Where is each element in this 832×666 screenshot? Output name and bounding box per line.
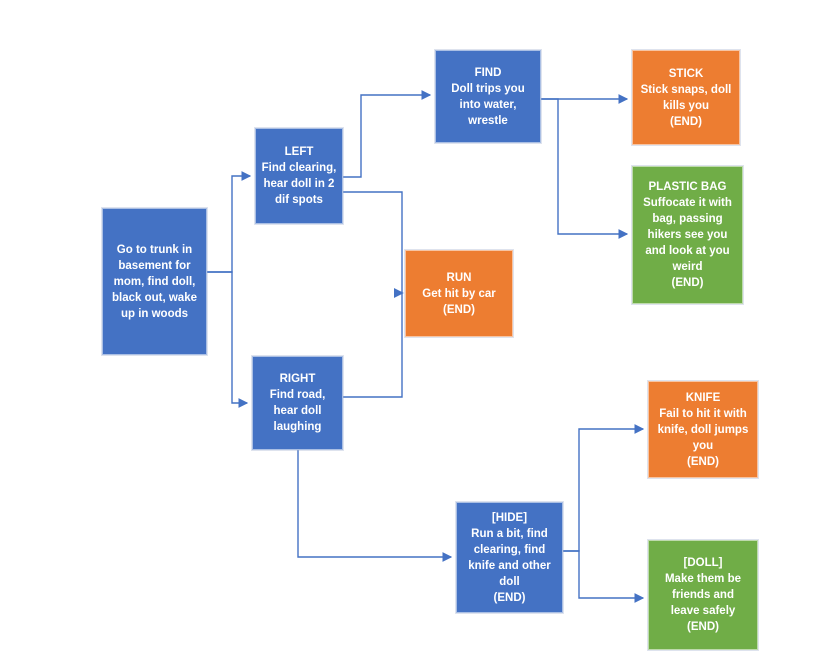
node-body: Doll trips you into water, wrestle: [451, 82, 525, 127]
node-end-label: (END): [671, 277, 704, 289]
connector-right-run: [343, 288, 404, 398]
connector-left-find: [343, 90, 432, 178]
node-body: Find clearing, hear doll in 2 dif spots: [261, 162, 337, 206]
node-title: RIGHT: [279, 373, 316, 385]
connector-start-left: [207, 171, 252, 273]
connector-find-bag: [541, 98, 629, 239]
node-title: STICK: [668, 67, 704, 80]
node-find: FIND Doll trips you into water, wrestle: [434, 49, 542, 144]
node-end-label: (END): [443, 303, 475, 316]
node-plastic-bag: PLASTIC BAG Suffocate it with bag, passi…: [631, 165, 744, 305]
node-end-label: (END): [687, 621, 719, 633]
node-body: Fail to hit it with knife, doll jumps yo…: [657, 407, 749, 452]
node-body: Run a bit, find clearing, find knife and…: [468, 527, 551, 588]
connector-hide-knife: [563, 424, 645, 552]
node-title: LEFT: [284, 146, 314, 158]
node-left: LEFT Find clearing, hear doll in 2 dif s…: [254, 127, 344, 225]
node-hide: [HIDE] Run a bit, find clearing, find kn…: [455, 501, 564, 614]
node-body: Find road, hear doll laughing: [269, 389, 326, 433]
node-title: [DOLL]: [683, 557, 723, 569]
node-end-label: (END): [687, 455, 719, 468]
node-knife: KNIFE Fail to hit it with knife, doll ju…: [647, 380, 759, 479]
node-start: Go to trunk in basement for mom, find do…: [101, 207, 208, 356]
node-title: PLASTIC BAG: [648, 181, 727, 193]
connector-start-right: [207, 271, 249, 408]
connector-left-run: [343, 191, 404, 298]
node-doll: [DOLL] Make them be friends and leave sa…: [647, 539, 759, 651]
node-right: RIGHT Find road, hear doll laughing: [251, 355, 344, 451]
node-title: KNIFE: [685, 391, 721, 404]
node-body: Suffocate it with bag, passing hikers se…: [643, 197, 732, 273]
node-title: [HIDE]: [491, 511, 528, 524]
node-body: Stick snaps, doll kills you: [640, 83, 732, 112]
node-stick: STICK Stick snaps, doll kills you (END): [631, 49, 741, 146]
node-body: Get hit by car: [422, 287, 496, 300]
node-body: Make them be friends and leave safely: [664, 573, 742, 617]
node-title: RUN: [446, 271, 472, 284]
connector-right-hide: [297, 450, 453, 562]
node-title: FIND: [474, 66, 502, 79]
node-run: RUN Get hit by car (END): [404, 249, 514, 338]
node-end-label: (END): [493, 591, 526, 604]
node-body: Go to trunk in basement for mom, find do…: [111, 243, 197, 320]
connector-hide-doll: [563, 550, 645, 603]
node-end-label: (END): [670, 115, 702, 128]
